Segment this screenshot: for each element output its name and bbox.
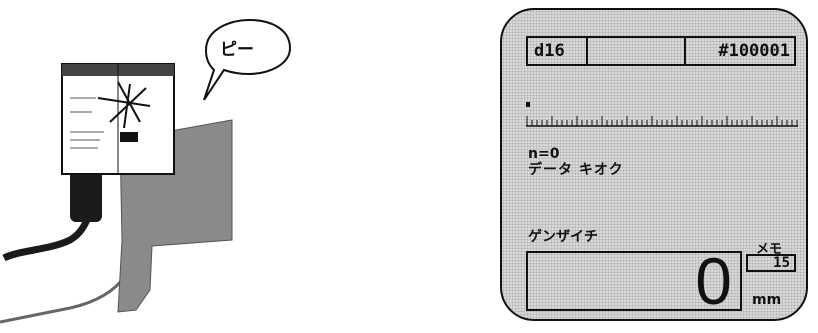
memo-value: 15 (746, 254, 796, 272)
header-divider (588, 38, 686, 64)
display-header: d16 #100001 (526, 36, 796, 66)
measurement-scale (526, 102, 798, 127)
current-value-label: ゲンザイチ (528, 229, 598, 245)
memo-label: メモ (756, 242, 783, 257)
gauge-code: d16 (528, 38, 588, 64)
scale-indicator (526, 102, 530, 107)
gauge-id: #100001 (718, 41, 790, 61)
gauge-device-icon (0, 18, 292, 324)
speech-bubble (203, 18, 292, 101)
unit-label: mm (752, 292, 782, 308)
sample-count: n=0 (528, 146, 560, 162)
beep-burst-icon (97, 81, 151, 129)
beep-sound-text: ピー (220, 40, 254, 60)
current-value: 0 (526, 248, 742, 314)
gauge-display-screen: d16 #100001 n=0 データ キオク ゲンザイチ メモ 15 0 mm (500, 8, 808, 321)
data-memory-label: データ キオク (528, 162, 624, 178)
connector (70, 160, 102, 222)
device-illustration: ピー (0, 18, 292, 324)
